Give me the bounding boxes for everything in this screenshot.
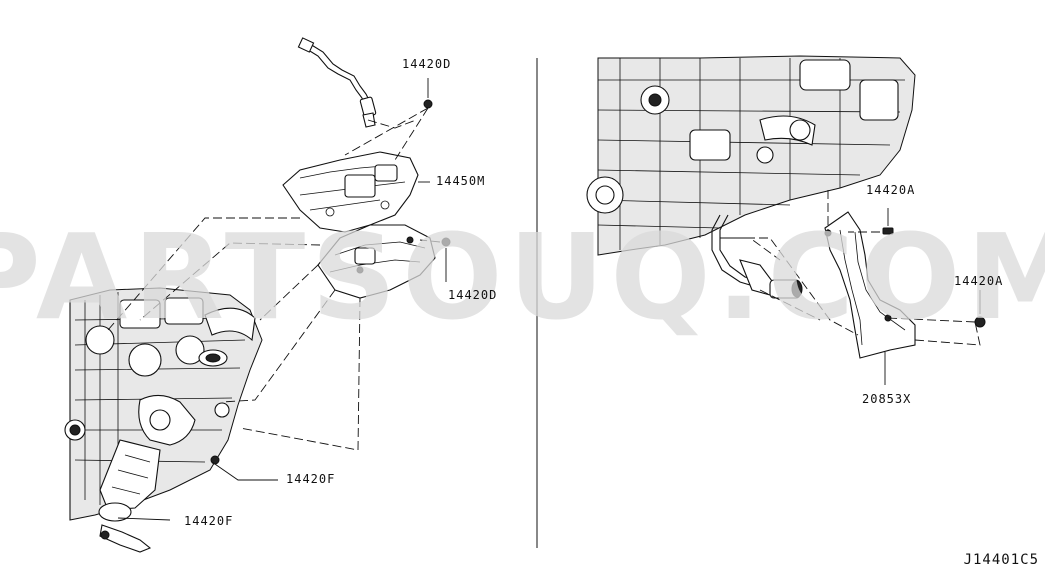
left-engine-block [64,287,263,553]
oxygen-sensor-right [711,214,803,299]
leader-14420f-lower [117,517,171,521]
bolt-14420d-side [441,237,451,282]
callout-14420a-upper: 14420A [866,183,916,197]
callout-14420f-lower: 14420F [184,514,234,528]
assembly-lines-left [107,107,441,451]
heat-insulator-14450m [282,151,430,233]
leader-14420f-upper [211,461,278,481]
nut-14420d-upper [423,78,433,109]
watermark: PARTSOUQ.COM [0,218,1045,338]
callout-14420d-upper: 14420D [402,57,452,71]
heat-insulator-lower-left [317,224,436,299]
callout-14420f-upper: 14420F [286,472,336,486]
diagram-id: J14401C5 [963,552,1039,568]
callout-14420a-lower: 14420A [954,274,1004,288]
assembly-lines-right [720,190,981,346]
heat-insulator-20853x [824,211,916,359]
watermark-text: PARTSOUQ.COM [0,218,1045,338]
bolt-14420a-upper [882,208,894,235]
oxygen-sensor [297,37,377,128]
callout-14450m: 14450M [436,174,486,188]
callout-20853x: 20853X [862,392,912,406]
right-engine-block [586,55,916,256]
callout-14420d-side: 14420D [448,288,498,302]
